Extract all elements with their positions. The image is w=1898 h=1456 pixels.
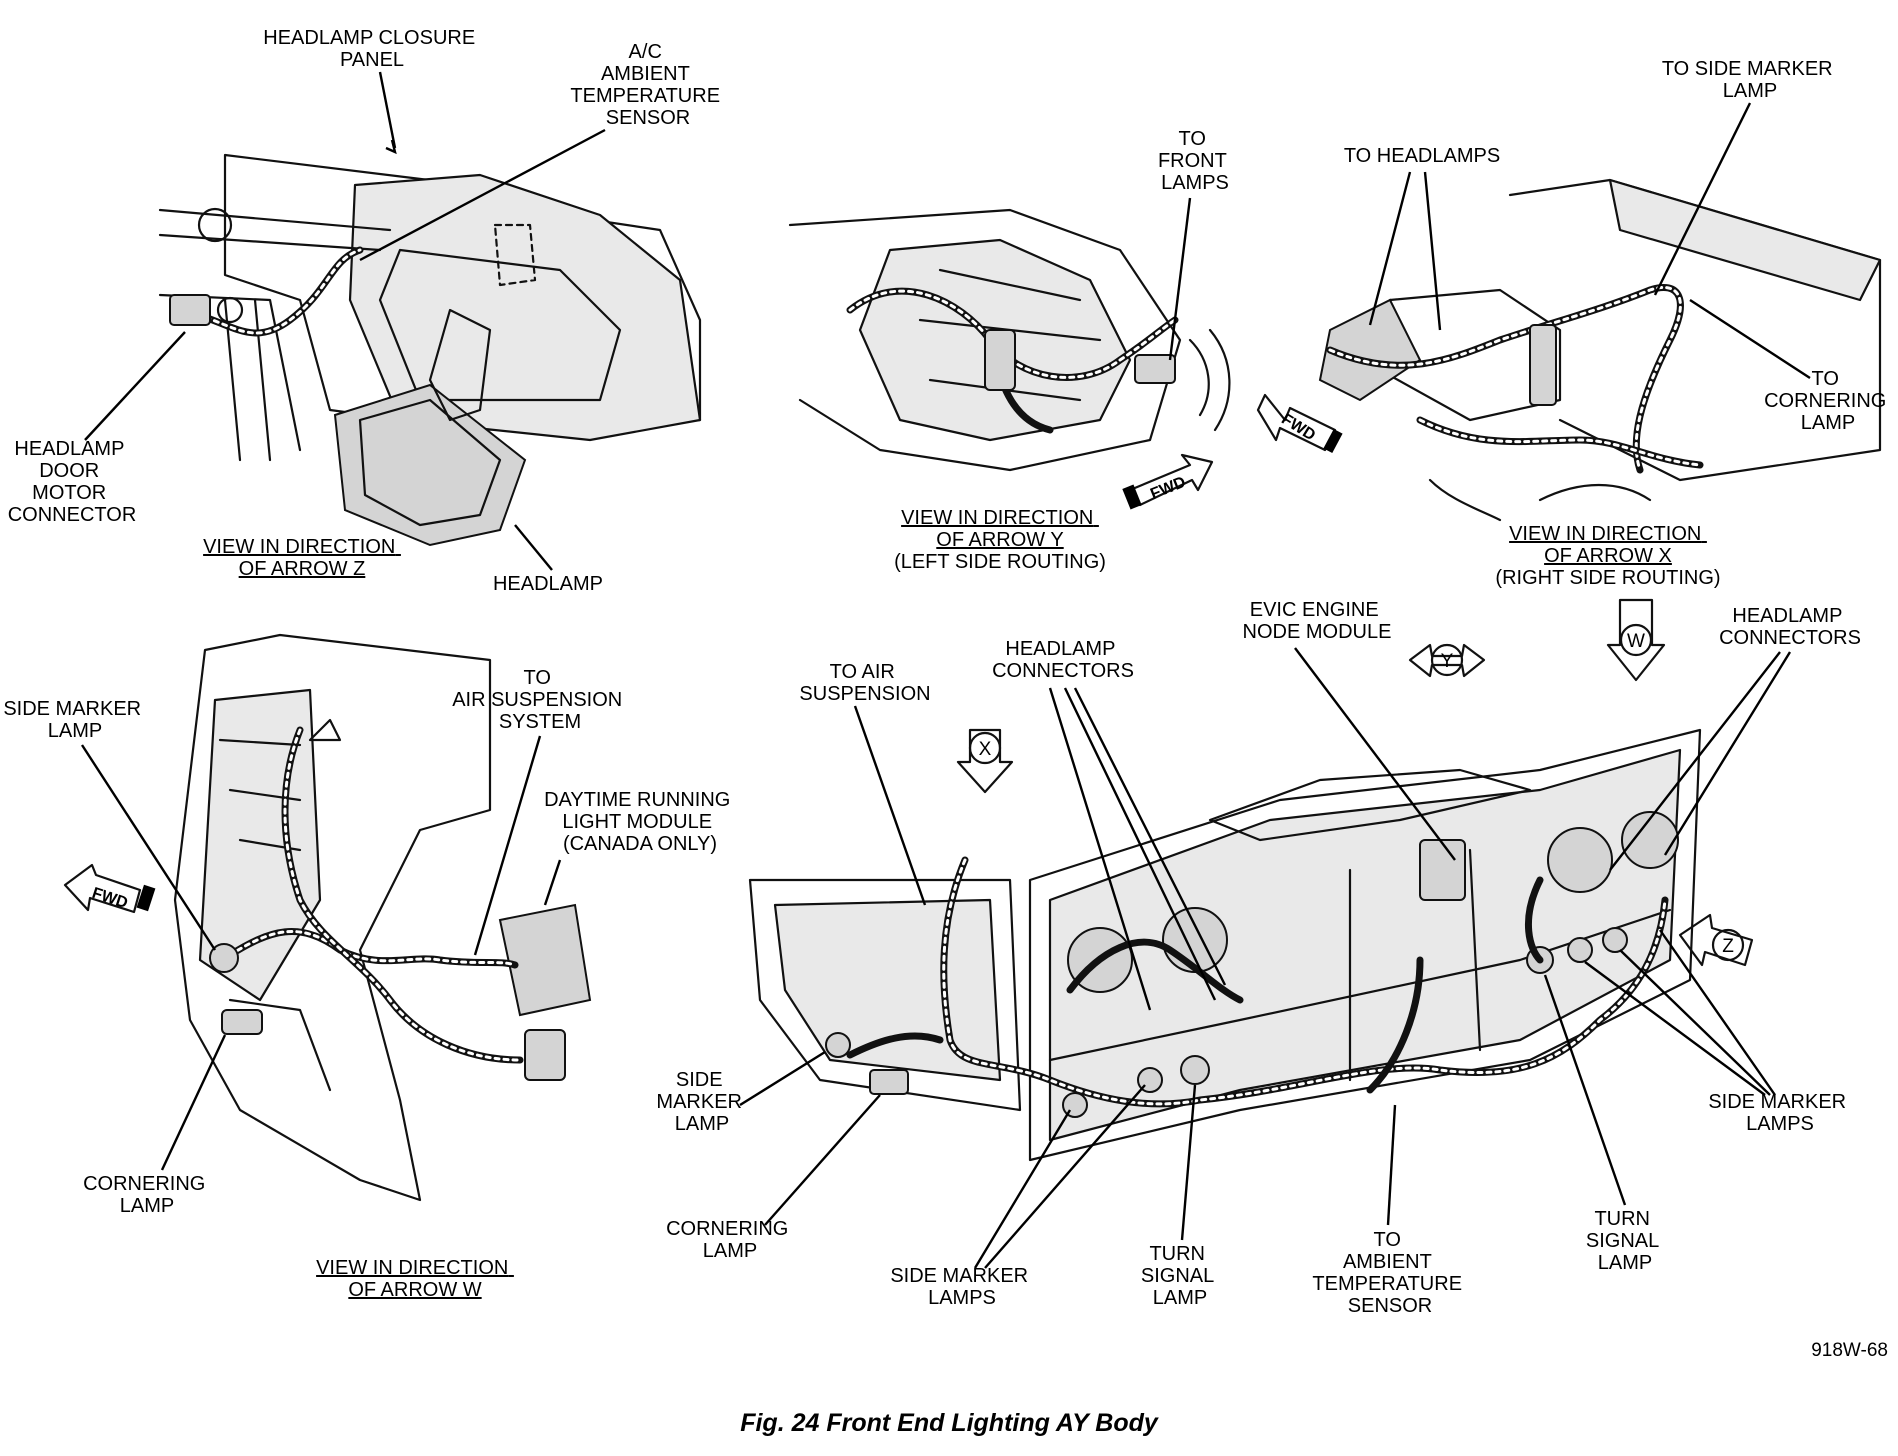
label-to-side-marker-lamp: TO SIDE MARKER LAMP	[1662, 58, 1838, 102]
leader-cornering-w	[160, 1034, 227, 1171]
arrow-letter-y: Y	[1441, 651, 1454, 672]
label-headlamp-connectors-left: HEADLAMP CONNECTORS	[992, 638, 1134, 682]
view-y-illustration	[788, 208, 1231, 472]
arrow-marker-y: Y	[1408, 643, 1486, 678]
view-y-subtitle: (LEFT SIDE ROUTING)	[894, 551, 1106, 573]
view-w-illustration	[173, 633, 592, 1202]
label-side-marker-lamp-main: SIDE MARKER LAMP	[656, 1069, 747, 1135]
label-side-marker-lamp-w: SIDE MARKER LAMP	[3, 698, 146, 742]
label-side-marker-lamps-right: SIDE MARKER LAMPS	[1708, 1091, 1851, 1135]
leader-headlamp	[514, 524, 553, 571]
figure-id: 918W-68	[1811, 1340, 1888, 1361]
arrow-letter-w: W	[1627, 631, 1645, 652]
label-headlamp: HEADLAMP	[493, 573, 603, 595]
leader-front-lamps	[1168, 197, 1192, 361]
leader-evic	[1294, 647, 1456, 861]
fwd-label-x: FWD	[1278, 411, 1318, 445]
leader-air-susp-w	[473, 735, 542, 956]
leader-hl-conn-right	[1609, 651, 1792, 871]
label-to-air-suspension-system: TO AIR SUSPENSION SYSTEM	[452, 667, 628, 733]
leader-side-markers-bottom	[973, 1084, 1146, 1269]
leader-ac-sensor	[359, 128, 606, 262]
view-x-labels: TO SIDE MARKER LAMP TO HEADLAMPS TO CORN…	[1344, 58, 1892, 589]
leader-drl	[543, 859, 562, 906]
arrow-marker-x: X	[956, 728, 1014, 794]
leader-closure-panel	[378, 71, 397, 149]
view-x-illustration	[1318, 178, 1882, 522]
leader-door-motor	[84, 331, 186, 441]
label-to-cornering-lamp: TO CORNERING LAMP	[1764, 368, 1892, 434]
view-x-subtitle: (RIGHT SIDE ROUTING)	[1495, 567, 1720, 589]
label-evic-engine-node-module: EVIC ENGINE NODE MODULE	[1243, 599, 1392, 643]
fwd-label-y: FWD	[1148, 474, 1188, 503]
view-w-title: VIEW IN DIRECTION OF ARROW W	[316, 1257, 514, 1301]
leader-air-susp-main	[853, 705, 927, 906]
label-ac-ambient-sensor: A/C AMBIENT TEMPERATURE SENSOR	[570, 41, 725, 129]
leader-side-marker-main	[739, 1050, 826, 1107]
leader-headlamps	[1368, 171, 1442, 331]
label-to-headlamps: TO HEADLAMPS	[1344, 145, 1500, 167]
view-y-labels: TO FRONT LAMPS VIEW IN DIRECTION OF ARRO…	[894, 128, 1232, 573]
leader-cornering-x	[1689, 298, 1811, 380]
leader-hl-conn-left	[1048, 687, 1227, 1011]
view-arrow-markers: X Y W Z	[956, 598, 1754, 967]
label-headlamp-connectors-right: HEADLAMP CONNECTORS	[1719, 605, 1861, 649]
view-x-title: VIEW IN DIRECTION OF ARROW X	[1509, 523, 1707, 567]
label-headlamp-door-motor-connector: HEADLAMP DOOR MOTOR CONNECTOR	[8, 438, 137, 526]
label-to-front-lamps: TO FRONT LAMPS	[1158, 128, 1232, 194]
arrow-marker-z: Z	[1678, 913, 1754, 967]
label-headlamp-closure-panel: HEADLAMP CLOSURE PANEL	[263, 27, 480, 71]
fwd-arrow-x: FWD	[1256, 393, 1343, 454]
label-turn-signal-lamp-right: TURN SIGNAL LAMP	[1586, 1208, 1664, 1274]
label-cornering-lamp-w: CORNERING LAMP	[83, 1173, 211, 1217]
arrow-marker-w: W	[1606, 598, 1666, 682]
label-cornering-lamp-main: CORNERING LAMP	[666, 1218, 794, 1262]
arrow-letter-z: Z	[1722, 936, 1734, 957]
fwd-label-w: FWD	[90, 885, 130, 912]
view-z-title: VIEW IN DIRECTION OF ARROW Z	[203, 536, 401, 580]
leader-ambient	[1386, 1104, 1397, 1226]
fwd-arrow-y: FWD	[1122, 453, 1214, 510]
main-view-illustration	[748, 728, 1702, 1162]
leader-side-marker-w	[80, 744, 217, 951]
label-turn-signal-lamp-left: TURN SIGNAL LAMP	[1141, 1243, 1219, 1309]
leader-turn-left	[1180, 1084, 1197, 1241]
label-drl-module: DAYTIME RUNNING LIGHT MODULE (CANADA ONL…	[544, 789, 736, 855]
view-y-title: VIEW IN DIRECTION OF ARROW Y	[901, 507, 1099, 551]
leader-turn-right	[1543, 974, 1627, 1206]
view-w-labels: SIDE MARKER LAMP TO AIR SUSPENSION SYSTE…	[3, 667, 736, 1301]
leader-side-marker-x	[1653, 102, 1752, 296]
view-z-labels: HEADLAMP CLOSURE PANEL A/C AMBIENT TEMPE…	[8, 27, 725, 595]
leader-side-markers-right	[1584, 929, 1776, 1096]
label-to-ambient-temperature-sensor: TO AMBIENT TEMPERATURE SENSOR	[1312, 1229, 1467, 1317]
label-side-marker-lamps-bottom: SIDE MARKER LAMPS	[890, 1265, 1033, 1309]
main-view-labels: TO AIR SUSPENSION HEADLAMP CONNECTORS EV…	[656, 599, 1861, 1317]
figure-caption: Fig. 24 Front End Lighting AY Body	[740, 1409, 1159, 1437]
label-to-air-suspension: TO AIR SUSPENSION	[799, 661, 930, 705]
arrow-letter-x: X	[979, 739, 992, 760]
leader-cornering-main	[764, 1094, 881, 1226]
view-z-illustration	[158, 153, 702, 547]
fwd-arrow-w: FWD	[63, 863, 156, 914]
